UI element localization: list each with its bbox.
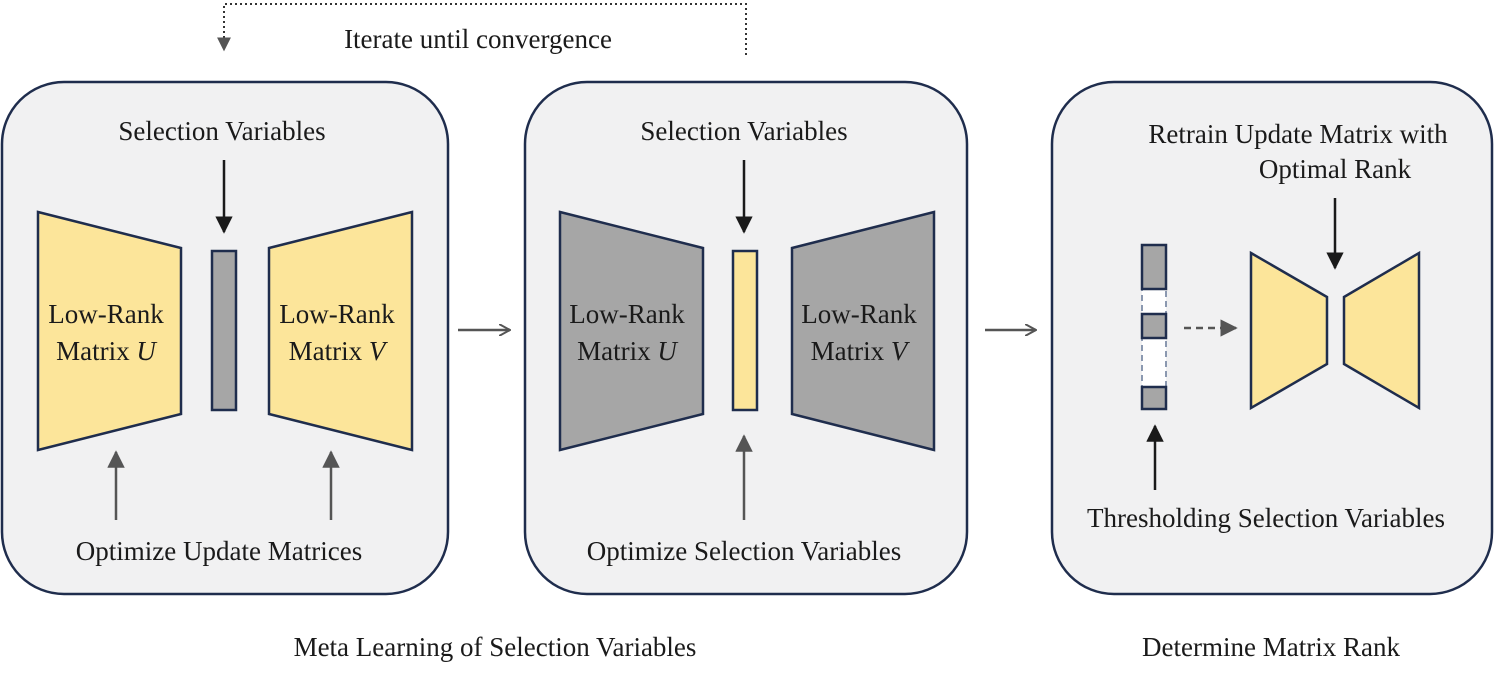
- matrix-v-label-line1: Low-Rank: [279, 299, 395, 329]
- panel-1-bottom-label: Optimize Update Matrices: [76, 536, 362, 566]
- iterate-loop-connector: [217, 3, 747, 55]
- panel-2-top-label: Selection Variables: [640, 116, 847, 146]
- iterate-label: Iterate until convergence: [344, 24, 612, 54]
- matrix-v-label-line2: Matrix V: [289, 336, 389, 366]
- retrained-matrix-u: [1249, 250, 1329, 411]
- thresholded-selection-vector: [1140, 243, 1168, 411]
- panel-optimize-selection-variables: Selection Variables Low-Rank Matrix U Lo…: [523, 80, 969, 596]
- matrix-u-trapezoid: [36, 210, 183, 452]
- panel-1-top-label: Selection Variables: [118, 116, 325, 146]
- retrained-matrix-v: [1342, 250, 1421, 411]
- matrix-v-trapezoid-frozen: [790, 210, 936, 452]
- kept-segment-1: [1140, 243, 1168, 291]
- selection-vector-gray: [210, 249, 238, 412]
- matrix-v-trapezoid: [267, 210, 414, 452]
- panel-3-top-label-line1: Retrain Update Matrix with: [1148, 119, 1448, 149]
- matrix-u-trapezoid-frozen: [558, 210, 705, 452]
- caption-determine-rank: Determine Matrix Rank: [1142, 632, 1400, 662]
- selection-vector-yellow: [731, 249, 759, 412]
- kept-segment-2: [1140, 312, 1168, 340]
- kept-segment-3: [1140, 385, 1168, 411]
- matrix-v-frozen-label-line1: Low-Rank: [801, 299, 917, 329]
- matrix-u-frozen-label-line1: Low-Rank: [569, 299, 685, 329]
- matrix-u-frozen-label-line2: Matrix U: [577, 336, 678, 366]
- panel-determine-rank: Retrain Update Matrix with Optimal Rank …: [1050, 80, 1494, 596]
- matrix-v-frozen-label-line2: Matrix V: [811, 336, 911, 366]
- matrix-u-label-line1: Low-Rank: [48, 299, 164, 329]
- panel-optimize-update-matrices: Selection Variables Low-Rank Matrix U Lo…: [0, 80, 450, 596]
- caption-meta-learning: Meta Learning of Selection Variables: [294, 632, 697, 662]
- panel-3-top-label-line2: Optimal Rank: [1259, 154, 1412, 184]
- panel-2-bottom-label: Optimize Selection Variables: [587, 536, 901, 566]
- matrix-u-label-line2: Matrix U: [56, 336, 157, 366]
- panel-3-bottom-label: Thresholding Selection Variables: [1087, 503, 1445, 533]
